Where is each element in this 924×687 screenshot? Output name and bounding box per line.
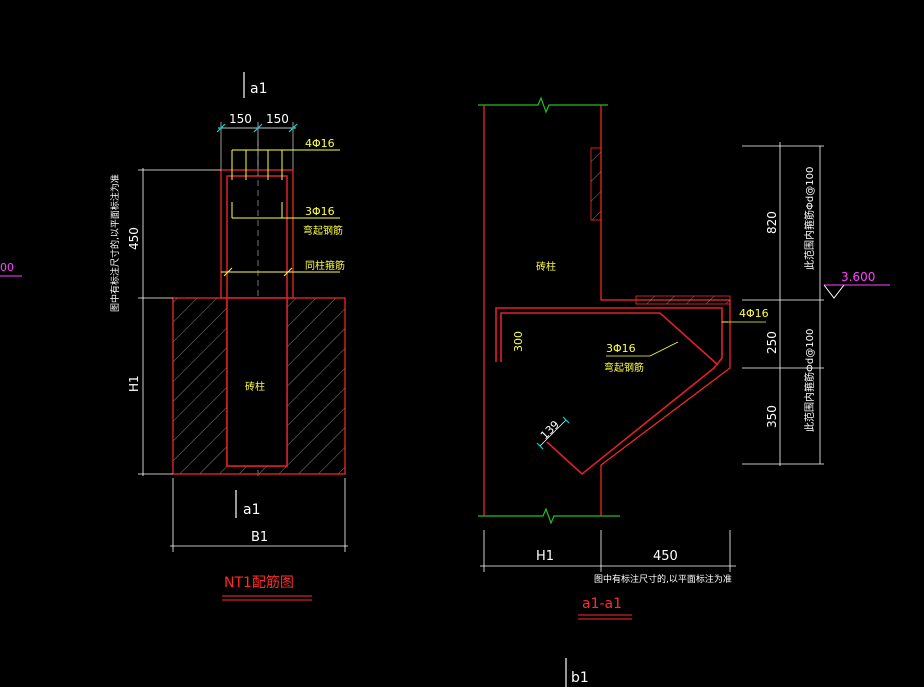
note-vertical: 图中有标注尺寸的,以平面标注为准	[109, 174, 121, 312]
label-column-right: 砖柱	[536, 260, 556, 273]
dim-top-left: 150	[229, 112, 252, 126]
label-bent-bars: 3Φ16	[305, 205, 335, 218]
section-mark-bottom: a1	[243, 502, 261, 518]
left-edge-elevation-text: 00	[0, 261, 14, 274]
break-line-bottom	[478, 507, 620, 525]
base-inner-column	[226, 297, 288, 467]
note-lower: 此范围内箍筋Φd@100	[803, 329, 816, 432]
dim-height-column: 450	[127, 227, 141, 250]
dim-height-base: H1	[127, 375, 141, 392]
dim-300: 300	[512, 331, 525, 352]
right-view: 砖柱 4Φ16 3Φ16 弯起钢筋 300 139 820 250 350 此范…	[478, 96, 890, 687]
elevation-marker	[823, 284, 890, 299]
dim-250: 250	[765, 331, 779, 354]
elevation-text: 3.600	[841, 270, 875, 284]
bracket-outline	[600, 105, 731, 516]
label-bent-bars-right: 3Φ16	[606, 342, 636, 355]
left-view: 00 a1 150 150	[0, 72, 348, 601]
column-outline	[220, 169, 294, 299]
note-bottom: 图中有标注尺寸的,以平面标注为准	[594, 573, 732, 585]
title-nt1: NT1配筋图	[224, 574, 294, 591]
section-mark-top: a1	[250, 81, 268, 97]
label-bent-bars-desc-right: 弯起钢筋	[604, 361, 644, 374]
section-mark-b1: b1	[571, 670, 589, 686]
top-bar-markers	[231, 149, 340, 219]
label-top-bars: 4Φ16	[305, 137, 335, 150]
title-a1-a1: a1-a1	[582, 596, 622, 612]
dim-139: 139	[538, 418, 562, 442]
label-stirrup: 同柱箍筋	[305, 259, 345, 272]
note-upper: 此范围内箍筋Φd@100	[803, 167, 816, 270]
bottom-dimension-right	[480, 530, 736, 572]
dim-h1-right: H1	[536, 549, 554, 564]
right-dimension-chain	[742, 142, 824, 466]
dim-820: 820	[765, 211, 779, 234]
label-bent-bars-desc: 弯起钢筋	[303, 224, 343, 237]
dim-350: 350	[765, 405, 779, 428]
bracket-rebar	[495, 307, 723, 476]
dim-450: 450	[653, 549, 678, 564]
label-column: 砖柱	[245, 380, 265, 393]
top-dimension: 150 150	[216, 112, 298, 170]
break-line-top	[478, 96, 608, 114]
dim-width-base: B1	[251, 530, 268, 545]
dim-top-right: 150	[266, 112, 289, 126]
bottom-width-dimension	[170, 478, 348, 552]
label-top-bars-right: 4Φ16	[739, 307, 769, 320]
left-height-dimension	[138, 168, 221, 476]
